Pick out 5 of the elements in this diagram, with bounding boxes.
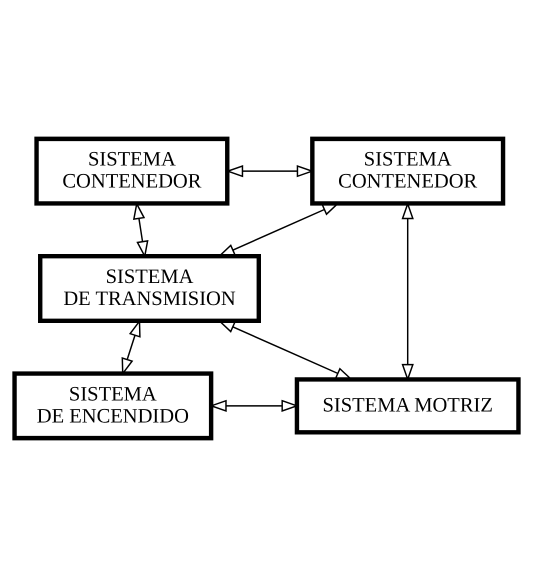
node-box: SISTEMA DE TRANSMISION — [38, 254, 261, 322]
node-box: SISTEMA CONTENEDOR — [34, 136, 230, 206]
node-box: SISTEMA MOTRIZ — [294, 376, 521, 434]
node-box: SISTEMA DE ENCENDIDO — [12, 370, 214, 440]
node-box: SISTEMA CONTENEDOR — [310, 136, 506, 206]
